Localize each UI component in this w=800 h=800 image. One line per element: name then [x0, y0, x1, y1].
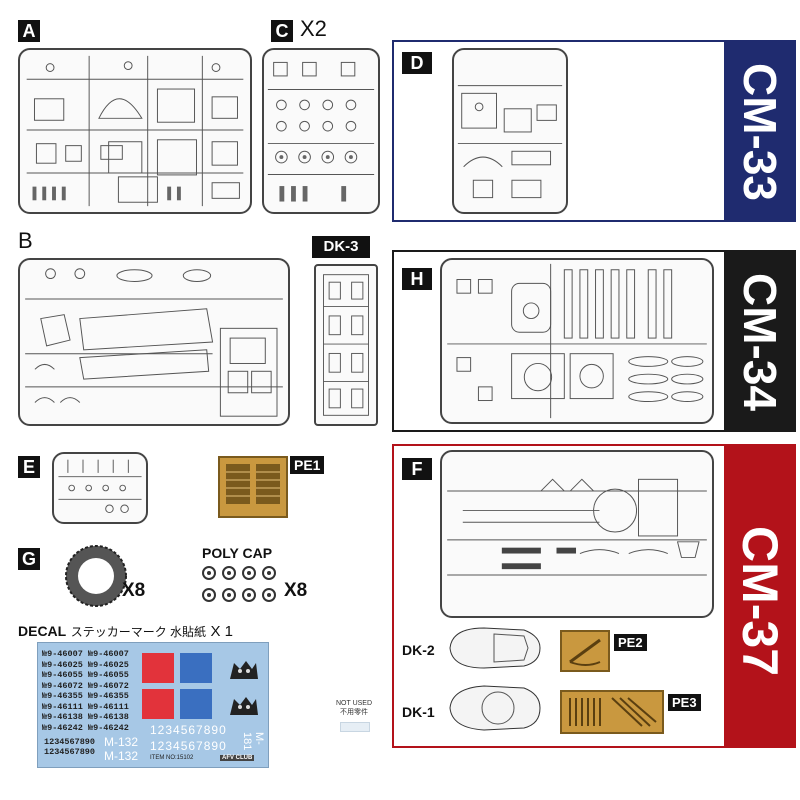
sprue-e-drawing	[58, 459, 142, 514]
decal-serial-number: №9-46072	[42, 680, 83, 691]
set-cm33-panel: CM-33	[392, 40, 796, 222]
decal-serial-number: №9-46138	[88, 712, 129, 722]
sprue-e-tag: E	[18, 456, 40, 478]
poly-cap-drawing	[202, 566, 276, 602]
road-wheel-tire	[65, 545, 127, 607]
dk1-label: DK-1	[402, 704, 435, 720]
decal-serial-number: №9-46025	[88, 659, 129, 670]
decal-serial-number: №9-46242	[88, 722, 129, 733]
sprue-a	[18, 48, 252, 214]
decal-serial-number: №9-46007	[42, 649, 83, 659]
decal-mark-a-1: M-132	[104, 735, 139, 749]
decal-serial-number: №9-46025	[42, 659, 83, 670]
panther-emblem-icon	[230, 661, 258, 679]
set-cm34-code: CM-34	[734, 272, 786, 412]
sprue-a-drawing	[26, 55, 244, 207]
sprue-g-qty: X8	[122, 580, 146, 601]
sprue-b-tag: B	[18, 228, 33, 253]
sprue-dk3	[314, 264, 378, 426]
decal-serial-number: №9-46111	[88, 701, 129, 712]
not-used-label: NOT USED 不用零件	[334, 700, 374, 732]
sprue-e	[52, 452, 148, 524]
sprue-f	[440, 450, 714, 618]
sprue-c-tag: C	[271, 20, 293, 42]
decal-serial-number: №9-46111	[42, 701, 83, 712]
pe3-drawing	[569, 697, 657, 727]
decal-serial-number: №9-46072	[88, 680, 129, 691]
decal-qty: X 1	[210, 623, 233, 640]
sprue-d	[452, 48, 568, 214]
not-used-zh: 不用零件	[340, 709, 368, 716]
decal-digits-large-1: 1234567890	[150, 723, 227, 737]
decal-serial-number: №9-46055	[88, 670, 129, 680]
sprue-a-tag: A	[18, 20, 40, 42]
sprue-d-tag: D	[402, 52, 432, 74]
pe2-label: PE2	[614, 634, 647, 651]
pe3-label: PE3	[668, 694, 701, 711]
not-used-clear-part	[340, 722, 370, 732]
decal-serial-number: №9-46007	[88, 649, 129, 659]
decal-heading: DECAL ステッカーマーク 水貼紙 X 1	[18, 623, 233, 641]
pe1-label: PE1	[290, 456, 325, 474]
pe1-drawing	[226, 464, 280, 504]
not-used-en: NOT USED	[335, 700, 373, 707]
pe1-fret	[218, 456, 288, 518]
sprue-dk3-drawing	[323, 274, 369, 416]
dk2-clear-part	[449, 627, 541, 669]
dk2-label: DK-2	[402, 642, 435, 658]
sprue-f-tag: F	[402, 458, 432, 480]
decal-red-square-top	[142, 653, 174, 683]
pe3-fret	[560, 690, 664, 734]
set-cm33-code: CM-33	[734, 62, 786, 202]
decal-brand: AFV CLUB	[220, 755, 255, 761]
poly-cap-label: POLY CAP	[202, 545, 273, 561]
sprue-f-drawing	[447, 478, 707, 576]
decal-digits-large-2: 1234567890	[150, 739, 227, 753]
set-cm34-band	[724, 252, 796, 430]
decal-serial-number: №9-46355	[42, 691, 83, 701]
set-cm37-band	[724, 446, 796, 746]
sprue-g-tag: G	[18, 548, 40, 570]
decal-serial-number: №9-46138	[42, 712, 83, 722]
sprue-h-drawing	[447, 263, 707, 419]
sprue-dk3-tag: DK-3	[312, 236, 370, 258]
set-cm33-band	[724, 42, 796, 220]
sprue-c-drawing	[267, 61, 375, 202]
decal-title: DECAL	[18, 623, 67, 639]
sprue-d-drawing	[457, 85, 563, 199]
pe2-drawing	[569, 638, 601, 666]
decal-red-square-bottom	[142, 689, 174, 719]
decal-digits-left-1: 1234567890	[44, 737, 96, 747]
sprue-c	[262, 48, 380, 214]
decal-item-code: ITEM NO:15102	[150, 755, 194, 761]
poly-cap-qty: X8	[284, 580, 308, 601]
sprue-b	[18, 258, 290, 426]
decal-subtitle: ステッカーマーク 水貼紙	[70, 625, 207, 639]
dk1-clear-part	[449, 685, 541, 731]
decal-serial-number: №9-46242	[42, 722, 83, 733]
sprue-h	[440, 258, 714, 424]
decal-digits-left-2: 1234567890	[44, 747, 96, 757]
decal-mark-a-2: M-132	[104, 749, 139, 763]
decal-serial-number: №9-46055	[42, 670, 83, 680]
decal-serial-number: №9-46355	[88, 691, 129, 701]
decal-blue-square-top	[180, 653, 212, 683]
sprue-b-drawing	[25, 268, 283, 417]
pe2-fret	[560, 630, 610, 672]
decal-blue-square-bottom	[180, 689, 212, 719]
sprue-c-qty: X2	[300, 16, 327, 41]
set-cm37-panel: CM-37	[392, 444, 796, 748]
set-cm37-code: CM-37	[732, 525, 788, 677]
set-cm34-panel: CM-34	[392, 250, 796, 432]
panther-emblem-icon-2	[230, 697, 258, 715]
sprue-h-tag: H	[402, 268, 432, 290]
